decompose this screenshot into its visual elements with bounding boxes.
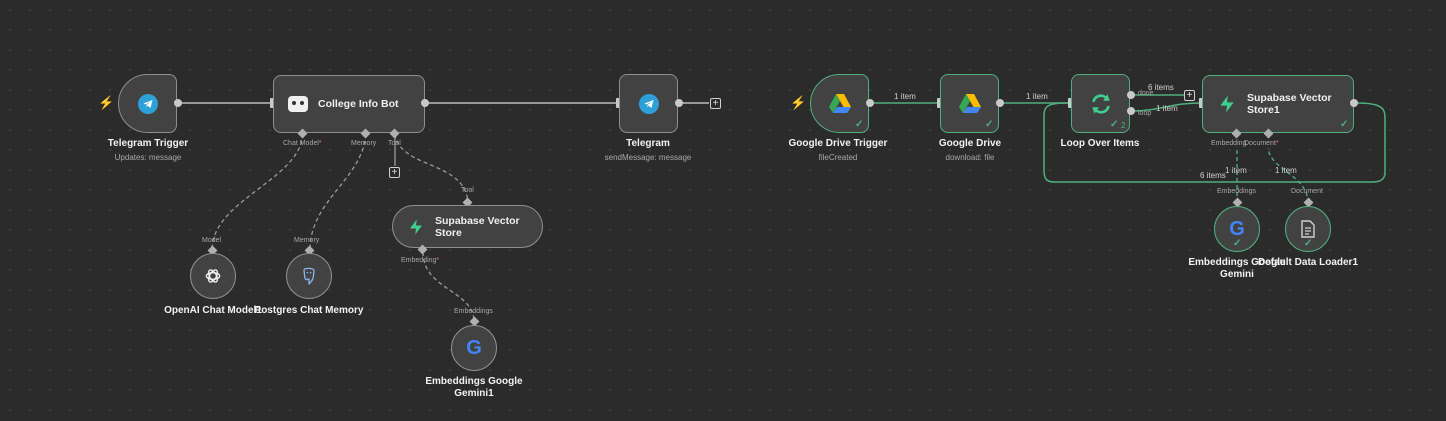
- connection-document-store: [1267, 147, 1309, 204]
- node-title: Google Drive Trigger: [788, 138, 888, 149]
- supabase-icon: [410, 219, 422, 234]
- node-title: Telegram Trigger: [107, 138, 189, 149]
- success-check-icon: ✓: [1110, 119, 1119, 130]
- run-count-badge: 2: [1121, 121, 1126, 130]
- port-label-tool: Tool: [388, 140, 401, 147]
- success-check-icon: ✓: [985, 119, 994, 130]
- node-subtitle: download: file: [945, 153, 995, 162]
- node-subtitle: fileCreated: [818, 153, 858, 162]
- port-label-chat-model: Chat Model*: [283, 140, 322, 147]
- node-title: Supabase Vector Store1: [1247, 92, 1332, 116]
- node-openai-chat-model[interactable]: [190, 253, 236, 299]
- connection-tool: [394, 133, 469, 206]
- google-drive-icon: [828, 93, 851, 113]
- node-title: Google Drive: [938, 138, 1002, 149]
- robot-icon: [288, 96, 308, 112]
- port-label-memory: Memory: [294, 237, 320, 244]
- telegram-icon: [137, 93, 158, 114]
- edge-item-count: 6 items: [1200, 171, 1226, 180]
- success-check-icon: ✓: [855, 119, 864, 130]
- google-icon: G: [466, 336, 482, 359]
- connection-model: [211, 133, 304, 251]
- google-drive-icon: [958, 93, 981, 113]
- connection-loop-to-store: [1131, 102, 1201, 112]
- node-telegram[interactable]: [619, 74, 678, 133]
- edge-item-count: 1 item: [1225, 166, 1247, 175]
- edge-item-count: 1 item: [1275, 166, 1297, 175]
- node-loop-over-items[interactable]: [1071, 74, 1130, 133]
- node-default-data-loader1[interactable]: [1285, 206, 1331, 252]
- node-google-drive-trigger[interactable]: [810, 74, 869, 133]
- loop-icon: [1091, 93, 1110, 114]
- node-google-drive[interactable]: [940, 74, 999, 133]
- output-handle[interactable]: [675, 99, 683, 107]
- node-title: College Info Bot: [318, 98, 399, 110]
- google-icon: G: [1229, 217, 1245, 240]
- port-label-memory: Memory: [351, 140, 377, 147]
- node-embeddings-google-gemini[interactable]: G: [1214, 206, 1260, 252]
- add-node-button[interactable]: +: [710, 98, 721, 109]
- node-title: OpenAI Chat Model1: [164, 305, 262, 316]
- port-label-embeddings: Embeddings: [454, 308, 493, 315]
- port-label-loop: loop: [1138, 110, 1152, 117]
- openai-icon: [205, 269, 221, 283]
- port-label-done: done: [1138, 90, 1154, 97]
- node-title: Telegram: [626, 138, 670, 149]
- node-title: Supabase Vector Store: [435, 214, 520, 239]
- document-icon: [1301, 220, 1315, 238]
- trigger-bolt-icon: ⚡: [790, 95, 807, 110]
- connection-embedding: [422, 251, 475, 323]
- port-label-embeddings: Embeddings: [1217, 188, 1256, 195]
- supabase-icon: [1220, 95, 1234, 113]
- node-title: Postgres Chat Memory: [254, 305, 364, 316]
- port-label-document: Document*: [1244, 140, 1279, 147]
- node-title: Embeddings Google Gemini1: [425, 376, 523, 399]
- edge-item-count: 1 item: [1156, 104, 1178, 113]
- output-handle-done[interactable]: [1127, 91, 1135, 99]
- add-tool-button[interactable]: +: [389, 167, 400, 178]
- output-handle[interactable]: [1350, 99, 1358, 107]
- output-handle-loop[interactable]: [1127, 107, 1135, 115]
- success-check-icon: ✓: [1304, 238, 1313, 249]
- node-telegram-trigger[interactable]: [118, 74, 177, 133]
- node-subtitle: Updates: message: [114, 153, 182, 162]
- node-title: Embeddings Google Gemini: [1188, 257, 1286, 280]
- edge-item-count: 6 items: [1148, 83, 1174, 92]
- output-handle[interactable]: [174, 99, 182, 107]
- edge-item-count: 1 item: [894, 92, 916, 101]
- node-title: Loop Over Items: [1060, 138, 1140, 149]
- node-supabase-vector-store[interactable]: Supabase Vector Store: [392, 205, 543, 248]
- postgres-icon: [303, 267, 315, 285]
- port-label-tool: Tool: [461, 187, 474, 194]
- node-subtitle: sendMessage: message: [604, 153, 692, 162]
- node-title: Default Data Loader1: [1257, 257, 1359, 268]
- telegram-icon: [638, 93, 659, 114]
- node-postgres-chat-memory[interactable]: [286, 253, 332, 299]
- node-college-info-bot[interactable]: College Info Bot: [273, 75, 425, 133]
- port-label-embedding: Embedding: [1211, 140, 1247, 147]
- port-label-model: Model: [202, 237, 222, 244]
- node-supabase-vector-store1[interactable]: Supabase Vector Store1: [1202, 75, 1354, 133]
- connection-memory: [309, 133, 367, 251]
- add-node-button[interactable]: +: [1184, 90, 1195, 101]
- node-embeddings-google-gemini1[interactable]: G: [451, 325, 497, 371]
- trigger-bolt-icon: ⚡: [98, 95, 115, 110]
- connection-store-back-to-loop: [1043, 102, 1386, 183]
- port-label-document: Document: [1291, 188, 1323, 195]
- success-check-icon: ✓: [1340, 119, 1349, 130]
- output-handle[interactable]: [421, 99, 429, 107]
- port-label-embedding: Embedding*: [401, 257, 440, 264]
- output-handle[interactable]: [866, 99, 874, 107]
- success-check-icon: ✓: [1233, 238, 1242, 249]
- output-handle[interactable]: [996, 99, 1004, 107]
- edge-item-count: 1 item: [1026, 92, 1048, 101]
